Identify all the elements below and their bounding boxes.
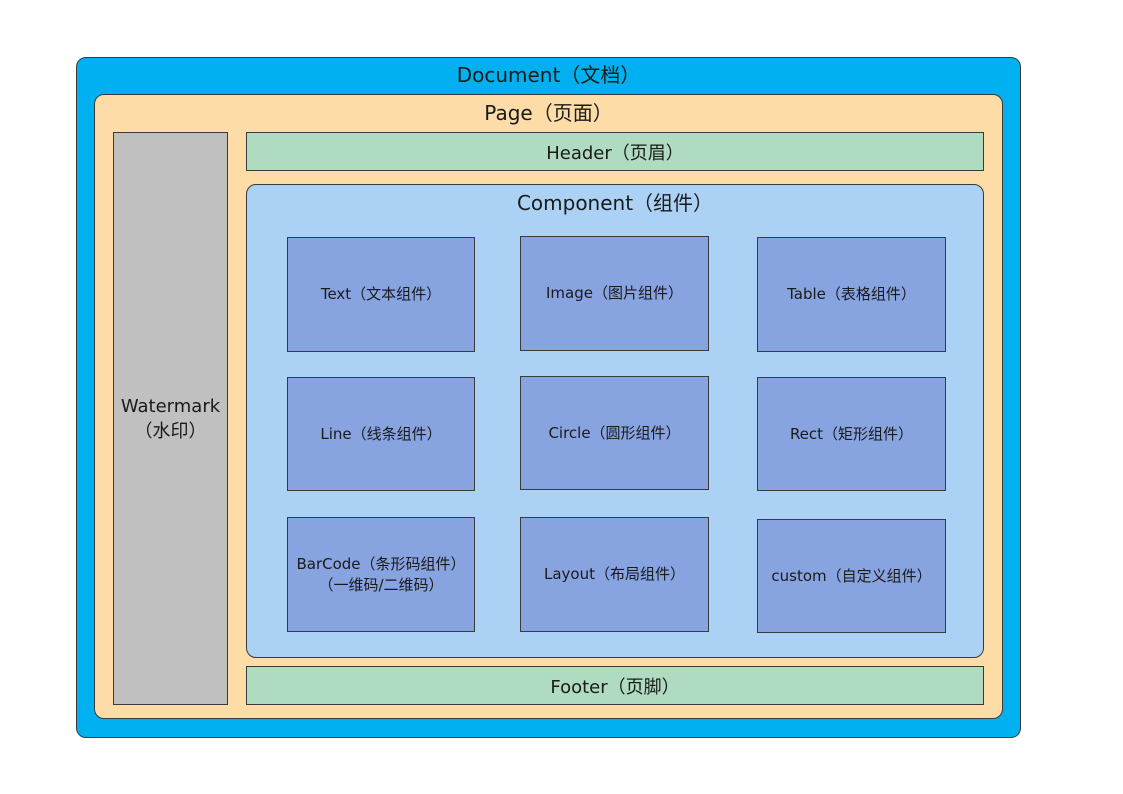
component-custom: custom（自定义组件） bbox=[757, 519, 946, 633]
watermark-label: Watermark bbox=[120, 395, 221, 417]
component-line: Line（线条组件） bbox=[287, 377, 475, 491]
component-image-label: Image（图片组件） bbox=[546, 284, 683, 302]
page-title: Page（页面） bbox=[484, 101, 613, 125]
component-rect: Rect（矩形组件） bbox=[757, 377, 946, 491]
header-label: Header（页眉） bbox=[546, 142, 684, 164]
document-title: Document（文档） bbox=[456, 63, 641, 87]
component-layout-label: Layout（布局组件） bbox=[544, 565, 685, 583]
component-text: Text（文本组件） bbox=[287, 237, 475, 352]
watermark-sublabel: （水印） bbox=[134, 420, 207, 442]
watermark-box: Watermark （水印） bbox=[113, 132, 228, 705]
component-text-label: Text（文本组件） bbox=[320, 285, 442, 303]
component-custom-label: custom（自定义组件） bbox=[771, 566, 932, 585]
component-table-label: Table（表格组件） bbox=[787, 285, 916, 303]
component-image: Image（图片组件） bbox=[520, 236, 709, 351]
component-line-label: Line（线条组件） bbox=[320, 424, 442, 443]
component-rect-label: Rect（矩形组件） bbox=[789, 424, 914, 443]
footer-label: Footer（页脚） bbox=[550, 676, 680, 698]
component-title: Component（组件） bbox=[516, 191, 714, 215]
component-layout: Layout（布局组件） bbox=[520, 517, 709, 632]
component-barcode-sublabel: （一维码/二维码） bbox=[318, 575, 444, 594]
footer-box: Footer（页脚） bbox=[246, 666, 984, 705]
header-box: Header（页眉） bbox=[246, 132, 984, 171]
component-barcode-label: BarCode（条形码组件） bbox=[296, 554, 466, 573]
component-circle-label: Circle（圆形组件） bbox=[548, 423, 681, 442]
component-barcode: BarCode（条形码组件） （一维码/二维码） bbox=[287, 517, 475, 632]
component-table: Table（表格组件） bbox=[757, 237, 946, 352]
component-circle: Circle（圆形组件） bbox=[520, 376, 709, 490]
